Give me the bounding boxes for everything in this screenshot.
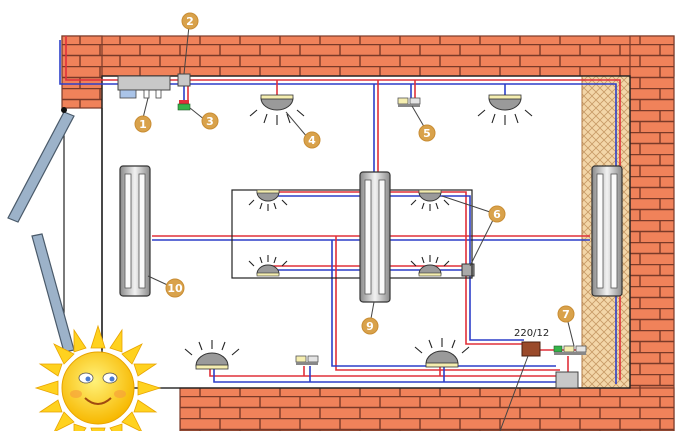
wire-center-loop-red (268, 191, 524, 345)
switch-5-right (409, 97, 421, 105)
switch-bottom (295, 355, 319, 365)
electrical-panel (117, 75, 171, 99)
callout-5: 5 (418, 124, 436, 142)
lamp-center-top-left (248, 189, 288, 211)
callout-9: 9 (361, 317, 379, 335)
sun-cheek-right (114, 390, 126, 398)
callout-10: 10 (165, 278, 185, 298)
lamp-floor-left (184, 340, 240, 370)
lamp-ceiling-4 (249, 94, 305, 125)
svg-text:10: 10 (167, 282, 183, 295)
switch-2 (177, 73, 191, 87)
sun (34, 324, 162, 431)
sun-rays (34, 324, 162, 431)
callout-7: 7 (557, 305, 575, 323)
switch-5 (397, 97, 421, 107)
lamp-center-bottom-left (248, 255, 288, 277)
svg-text:2: 2 (186, 15, 194, 28)
wall-bottom (179, 387, 675, 431)
fluorescent-lamp-10 (119, 165, 151, 297)
lamp-ceiling-top-right-cap (488, 94, 522, 100)
fluorescent-lamp-9 (359, 171, 391, 303)
switch-5-base (398, 104, 420, 107)
wall-top (61, 35, 675, 77)
panel-box (117, 75, 171, 91)
door-hinge-top (61, 107, 67, 113)
sun-face (61, 351, 135, 425)
callout-4: 4 (303, 131, 321, 149)
svg-text:1: 1 (139, 118, 147, 131)
lamp-floor-right (414, 338, 470, 368)
panel-terminal-b (155, 89, 162, 99)
junction-box-6 (461, 263, 475, 277)
socket-3-body (177, 103, 191, 111)
lamp-center-bottom-right (410, 255, 450, 277)
socket-3-top (179, 100, 189, 104)
callout-6: 6 (488, 205, 506, 223)
svg-text:3: 3 (206, 115, 214, 128)
transformer: 220/12 (514, 328, 549, 357)
socket-3 (177, 100, 191, 111)
lamp-center-top-right (410, 189, 450, 211)
switch-7 (553, 345, 587, 355)
lamp-ceiling-top-right-shade (488, 97, 522, 111)
switch-5-left (397, 97, 409, 105)
transformer-box (521, 341, 541, 357)
wall-left-top (61, 35, 103, 109)
wire-bottom-red (209, 236, 560, 377)
sun-cheek-left (70, 390, 82, 398)
door-leaf-lower (31, 233, 75, 353)
transformer-leader (499, 355, 529, 431)
wire-top-drop-red (187, 74, 416, 176)
panel-terminal-a (143, 89, 150, 99)
panel-breaker (119, 89, 137, 99)
wall-right (629, 35, 675, 431)
junction-box-bottom (555, 371, 579, 389)
callout-2: 2 (181, 12, 199, 30)
door-leaf-upper (7, 111, 75, 223)
wire-center-loop-blue (268, 195, 524, 341)
lamp-ceiling-4-cap (260, 94, 294, 100)
svg-text:4: 4 (308, 134, 316, 147)
transformer-label: 220/12 (514, 328, 549, 339)
callout-1: 1 (134, 115, 152, 133)
lamp-ceiling-top-right (477, 94, 533, 125)
lamp-ceiling-4-shade (260, 97, 294, 111)
fluorescent-lamp-right (591, 165, 623, 297)
brick-walls (61, 35, 675, 431)
svg-text:5: 5 (423, 127, 431, 140)
svg-text:9: 9 (366, 320, 374, 333)
wire-bottom-blue (213, 240, 558, 383)
central-frame (231, 189, 473, 279)
callout-3: 3 (201, 112, 219, 130)
svg-text:6: 6 (493, 208, 501, 221)
sun-mouth (84, 397, 112, 405)
svg-text:7: 7 (562, 308, 570, 321)
